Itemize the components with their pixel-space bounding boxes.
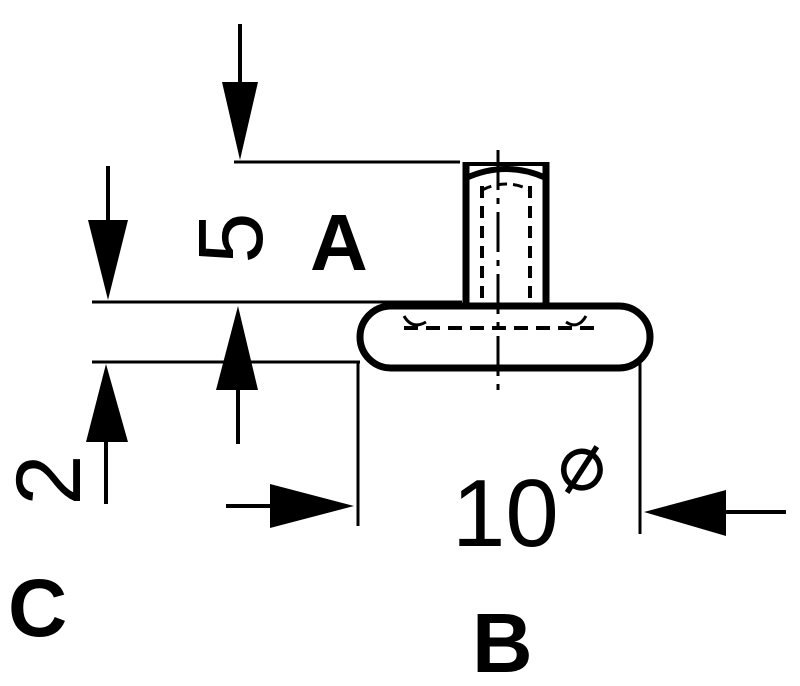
extension-lines <box>92 160 642 534</box>
label-c: C <box>8 563 67 654</box>
dimension-b-value: 10 <box>452 460 559 567</box>
pin-body <box>462 162 550 306</box>
arrow-up-icon <box>86 364 128 442</box>
dimension-a-value: 5 <box>180 212 282 263</box>
arrow-left-icon <box>644 490 726 536</box>
dimension-c-arrows <box>86 166 128 504</box>
arrow-down-icon <box>88 220 128 300</box>
arrow-down-icon <box>222 82 258 160</box>
disc-body <box>356 302 654 372</box>
dimension-c-value: 2 <box>0 454 100 505</box>
arrow-right-icon <box>270 484 354 528</box>
label-a: A <box>310 198 368 287</box>
label-b: B <box>472 596 533 686</box>
arrow-up-icon <box>216 306 258 390</box>
dimension-a-arrows <box>216 24 258 444</box>
dimension-b-arrows <box>226 484 786 536</box>
